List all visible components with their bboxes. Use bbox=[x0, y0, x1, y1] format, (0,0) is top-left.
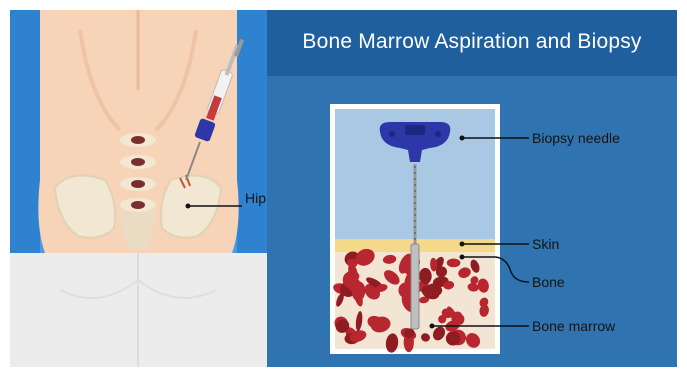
patient-illustration bbox=[10, 10, 267, 367]
bone-label: Bone bbox=[532, 274, 565, 290]
hip-bone-leader bbox=[10, 10, 267, 367]
biopsy-panel: Bone Marrow Aspiration and Biopsy bbox=[267, 10, 677, 367]
leader-lines bbox=[267, 10, 677, 367]
biopsy-needle-label: Biopsy needle bbox=[532, 130, 620, 146]
skin-label: Skin bbox=[532, 236, 559, 252]
bone-leader bbox=[462, 257, 529, 282]
bone-marrow-label: Bone marrow bbox=[532, 318, 615, 334]
